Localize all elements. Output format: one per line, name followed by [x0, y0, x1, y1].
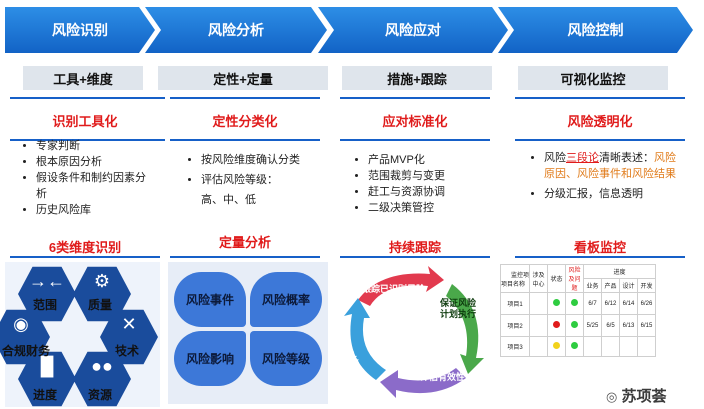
respond-bullets: 产品MVP化 范围裁剪与变更 赶工与资源协调 二级决策管控 [352, 152, 492, 216]
cycle-arrow-purple [380, 368, 466, 398]
risk-levels: 高、中、低 [201, 194, 256, 206]
col-header: 涉及中心 [529, 264, 548, 293]
bullet: 历史风险库 [36, 202, 150, 218]
bullet: 二级决策管控 [368, 200, 492, 216]
cycle-arrow-red [358, 266, 444, 306]
three-part-link[interactable]: 三段论 [566, 152, 599, 164]
status-dot [553, 321, 560, 328]
quadrant-risk-impact: 风险影响 [174, 331, 246, 386]
arrows-inward-icon: →← [29, 271, 65, 291]
divider-line [170, 256, 320, 258]
stage-subtitle-respond: 措施+跟踪 [342, 66, 492, 90]
divider-band-3 [340, 97, 490, 141]
quadrant-risk-event: 风险事件 [174, 272, 246, 327]
divider-line [10, 256, 160, 258]
stage-subtitle-identify: 工具+维度 [23, 66, 143, 90]
corner-cell: 监控项项目名称 [500, 264, 530, 293]
stage-header-identify: 风险识别 [5, 7, 155, 53]
cycle-arrow-blue [344, 298, 386, 380]
stage-subtitle-analyze: 定性+定量 [158, 66, 328, 90]
heading-transparency: 风险透明化 [567, 114, 633, 129]
stage-header-analyze: 风险分析 [145, 7, 327, 53]
bar-chart-icon: ▐▌ [34, 356, 60, 376]
status-dot [553, 299, 560, 306]
people-icon: ●● [91, 356, 113, 376]
status-dot [571, 299, 578, 306]
hex-scope-label: 范围 [33, 298, 58, 312]
heading-identify-tools: 识别工具化 [52, 114, 118, 129]
bullet: 赶工与资源协调 [368, 184, 492, 200]
hex-tech-label: 技术 [115, 344, 140, 358]
status-dot [571, 342, 578, 349]
hex-resource-label: 资源 [88, 388, 113, 402]
heading-board-monitor: 看板监控 [573, 240, 626, 255]
quadrant-risk-probability: 风险概率 [250, 272, 322, 327]
bullet: 风险三段论清晰表述：风险原因、风险事件和风险结果 [544, 150, 683, 182]
cycle-step-execute: 保证风险计划执行 [440, 298, 477, 319]
control-bullets: 风险三段论清晰表述：风险原因、风险事件和风险结果 分级汇报，信息透明 [528, 150, 683, 202]
bullet: 按风险维度确认分类 [201, 150, 325, 170]
identify-bullets: 专家判断 根本原因分析 假设条件和制约因素分析 历史风险库 [20, 138, 150, 218]
analyze-bullets: 按风险维度确认分类 评估风险等级： 高、中、低 [185, 150, 325, 210]
watermark: ◎ 苏项荟 [606, 388, 667, 405]
bullet: 专家判断 [36, 138, 150, 154]
kanban-board: 监控项项目名称 涉及中心 状态 风险及问题 进度 业务 产品 设计 开发 项目1… [500, 264, 656, 357]
divider-band-4 [515, 97, 685, 141]
hex-schedule-label: 进度 [33, 388, 58, 402]
cycle-step-track: 跟踪已识别风险 [362, 284, 426, 294]
hex-quality-label: 质量 [88, 298, 113, 312]
org-chart-icon: ⚙ [93, 271, 111, 291]
heading-6-dimensions: 6类维度识别 [48, 240, 122, 255]
divider-band-2 [170, 97, 320, 141]
tracking-cycle [344, 266, 484, 398]
col-header: 设计 [619, 278, 638, 293]
col-header: 产品 [601, 278, 620, 293]
wechat-icon: ◎ [606, 389, 618, 404]
progress-header: 进度 [583, 264, 656, 279]
heading-quantitative: 定量分析 [218, 235, 271, 250]
eye-icon: ◉ [13, 314, 29, 334]
status-dot [553, 342, 560, 349]
stage-subtitle-control: 可视化监控 [518, 66, 668, 90]
col-header: 状态 [547, 264, 566, 293]
divider-line [340, 256, 490, 258]
hex-compliance-label: 合规财务 [2, 344, 51, 358]
col-header: 开发 [637, 278, 656, 293]
bullet: 假设条件和制约因素分析 [36, 170, 150, 202]
heading-qualitative: 定性分类化 [212, 114, 278, 129]
bullet: 评估风险等级： [201, 170, 325, 190]
heading-continuous-tracking: 持续跟踪 [388, 240, 441, 255]
cycle-arrow-green [446, 284, 484, 374]
stage-header-control: 风险控制 [498, 7, 693, 53]
stage-header-respond: 风险应对 [318, 7, 508, 53]
table-row: 项目3 [500, 336, 656, 357]
cycle-step-evaluate: 评估有效性 [420, 372, 466, 382]
three-part-text: 风险原因、风险事件和风险结果 [544, 152, 676, 180]
divider-band-1 [10, 97, 165, 141]
bullet: 根本原因分析 [36, 154, 150, 170]
col-header: 风险及问题 [565, 264, 584, 293]
col-header: 业务 [583, 278, 602, 293]
quadrant-risk-level: 风险等级 [250, 331, 322, 386]
bullet: 范围裁剪与变更 [368, 168, 492, 184]
divider-line [515, 256, 685, 258]
tools-icon: ✕ [121, 314, 137, 334]
bullet: 分级汇报，信息透明 [544, 186, 683, 202]
heading-response-standard: 应对标准化 [382, 114, 448, 129]
bullet: 产品MVP化 [368, 152, 492, 168]
status-dot [571, 321, 578, 328]
